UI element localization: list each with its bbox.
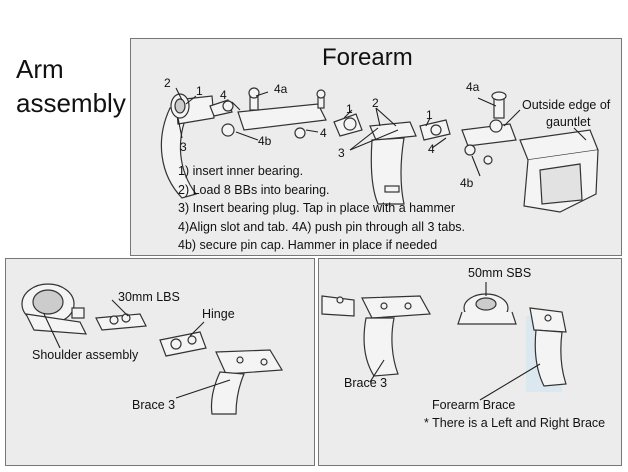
lbs-label: 30mm LBS (118, 290, 180, 304)
step-3: 3) Insert bearing plug. Tap in place wit… (178, 201, 456, 215)
leader-lines (43, 87, 587, 401)
callout-4-a: 4 (220, 88, 227, 102)
title-line1: Arm (16, 54, 64, 84)
step-1: 1) insert inner bearing. (178, 164, 304, 178)
outside-edge-label-2: gauntlet (546, 115, 591, 129)
connector-bar-left (221, 87, 327, 139)
callout-4a-a: 4a (274, 82, 288, 96)
hinge-part (159, 331, 207, 357)
shoulder-assembly-label: Shoulder assembly (32, 348, 139, 362)
callout-4b-a: 4b (258, 134, 272, 148)
title-line2: assembly (16, 88, 126, 118)
callout-4a-b: 4a (466, 80, 480, 94)
callout-1-left: 1 (196, 84, 203, 98)
left-right-note: * There is a Left and Right Brace (424, 416, 606, 430)
callout-4b-b: 4b (460, 176, 474, 190)
brace3-part-left (210, 349, 284, 415)
brace3-label-right: Brace 3 (344, 376, 388, 390)
gauntlet-part (519, 129, 599, 213)
shoulder-assembly-part (21, 283, 88, 335)
forearm-brace-label: Forearm Brace (432, 398, 516, 412)
connector-bar-right (461, 91, 517, 165)
callout-3-mid: 3 (338, 146, 345, 160)
middle-brace-part (369, 121, 417, 205)
hinge-label: Hinge (202, 307, 235, 321)
sbs-bearing-part (457, 293, 517, 325)
lbs-bearing-part (95, 313, 147, 331)
assembly-steps: 1) insert inner bearing. 2) Load 8 BBs i… (178, 162, 465, 255)
step-4: 4)Align slot and tab. 4A) push pin throu… (178, 219, 465, 234)
callout-2-left: 2 (164, 76, 171, 90)
bearing-plug-left (209, 99, 234, 117)
step-2: 2) Load 8 BBs into bearing. (178, 182, 330, 197)
bracket-fragment-part (321, 295, 355, 317)
callout-1-right: 1 (426, 108, 433, 122)
bearing-plug-right (419, 119, 451, 141)
callout-3-left: 3 (180, 140, 187, 154)
callout-1-mid: 1 (346, 102, 353, 116)
callout-4-b: 4 (320, 126, 327, 140)
outside-edge-label-1: Outside edge of (522, 98, 611, 112)
step-5: 4b) secure pin cap. Hammer in place if n… (178, 238, 438, 252)
brace3-part-right (361, 295, 431, 377)
forearm-heading: Forearm (322, 44, 413, 71)
left-brace-part (160, 93, 215, 199)
callout-4-c: 4 (428, 142, 435, 156)
bearing-plug-mid (333, 113, 363, 137)
callout-2-mid: 2 (372, 96, 379, 110)
forearm-brace-part (526, 307, 567, 392)
brace3-label-left: Brace 3 (132, 398, 176, 412)
sbs-label: 50mm SBS (468, 266, 532, 280)
